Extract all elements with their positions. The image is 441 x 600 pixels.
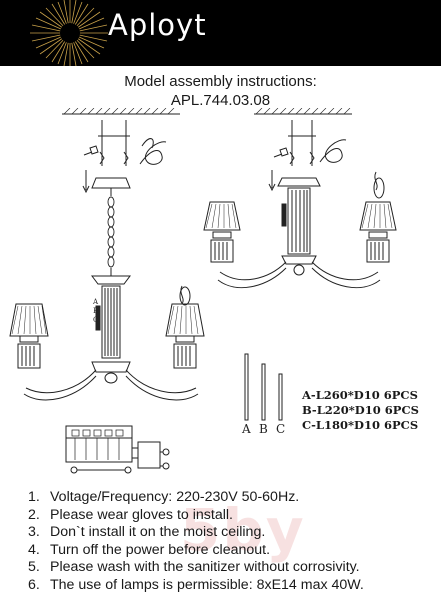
step-number: 6. — [28, 576, 40, 593]
list-item: 4. Turn off the power before cleanout. — [28, 542, 364, 560]
step-number: 3. — [28, 524, 40, 541]
brand-header: Aployt — [0, 0, 441, 66]
rod-letter-b: B — [259, 422, 268, 436]
list-item: 5. Please wash with the sanitizer without… — [28, 559, 364, 577]
rod-letter-a: A — [241, 422, 251, 436]
step-number: 1. — [28, 489, 40, 505]
step-text: Please wear gloves to install. — [50, 506, 233, 523]
step-text: Turn off the power before cleanout. — [50, 541, 271, 558]
step-text: The use of lamps is permissible: 8xE14 m… — [50, 576, 364, 593]
list-item: 6. The use of lamps is permissible: 8xE14… — [28, 577, 364, 595]
document-title: Model assembly instructions: — [124, 73, 317, 90]
rod-spec-b: B-L220*D10 6PCS — [302, 403, 419, 417]
watermark: 5by — [180, 496, 306, 564]
svg-text:A: A — [92, 298, 99, 306]
step-text: Don`t install it on the moist ceiling. — [50, 524, 266, 541]
rod-spec-a: A-L260*D10 6PCS — [302, 388, 418, 402]
instruction-list: 1. Voltage/Frequency: 220-230V 50-60Hz. 2… — [28, 489, 364, 595]
list-item: 2. Please wear gloves to install. — [28, 507, 364, 525]
svg-text:B: B — [93, 307, 98, 315]
list-item: 1. Voltage/Frequency: 220-230V 50-60Hz. — [28, 489, 364, 507]
step-text: Voltage/Frequency: 220-230V 50-60Hz. — [50, 489, 300, 505]
list-item: 3. Don`t install it on the moist ceiling. — [28, 524, 364, 542]
rod-letter-c: C — [276, 422, 285, 436]
model-number: APL.744.03.08 — [170, 92, 271, 109]
svg-text:C: C — [93, 316, 98, 324]
rod-spec-c: C-L180*D10 6PCS — [302, 418, 419, 432]
assembly-drawings: A B C — [0, 107, 441, 488]
step-number: 5. — [28, 559, 40, 576]
sunburst-logo-icon — [30, 0, 108, 66]
step-text: Please wash with the sanitizer without c… — [50, 559, 360, 576]
brand-name: Aployt — [108, 8, 207, 42]
chandelier-diagrams: A B C — [9, 107, 397, 474]
step-number: 4. — [28, 541, 40, 558]
rod-spec-list: A-L260*D10 6PCS B-L220*D10 6PCS C-L180*D… — [302, 388, 419, 433]
step-number: 2. — [28, 506, 40, 523]
